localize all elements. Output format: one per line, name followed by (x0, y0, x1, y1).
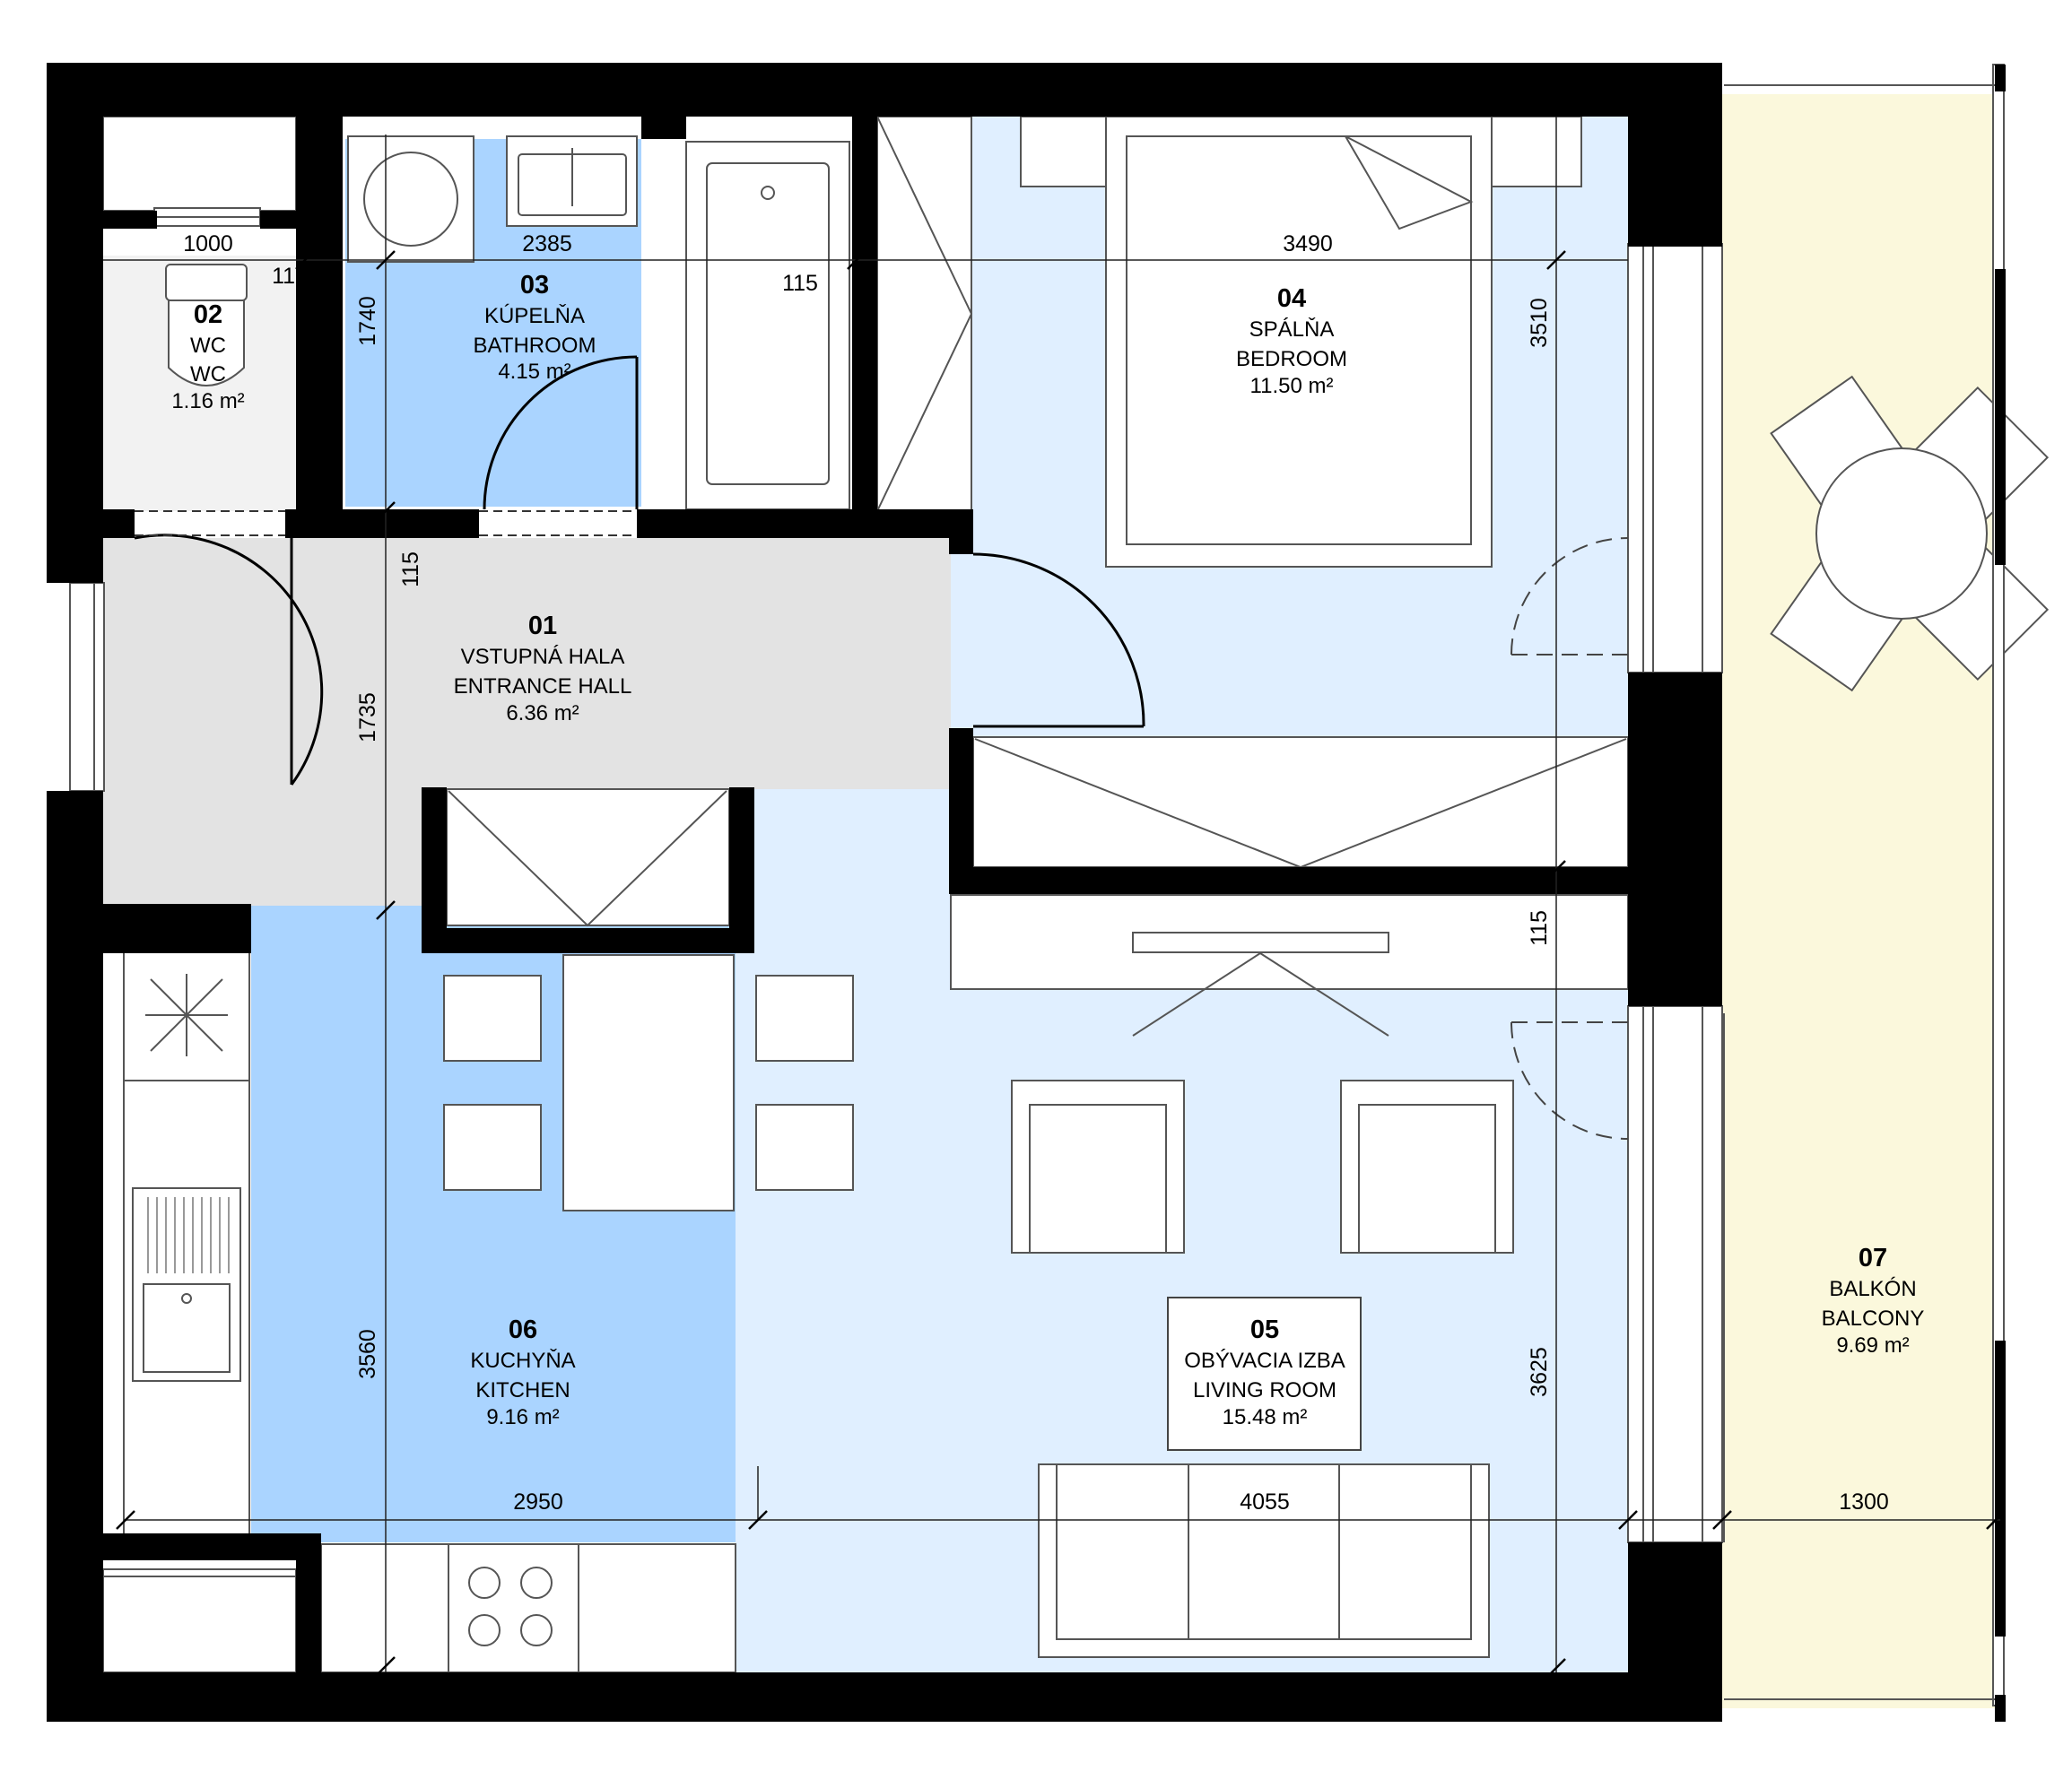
room-area: 4.15 m² (498, 360, 570, 384)
room-label-kitchen: 06 KUCHYŇA KITCHEN 9.16 m² (470, 1315, 575, 1429)
room-number: 05 (1250, 1315, 1279, 1344)
room-number: 04 (1277, 284, 1306, 313)
dim-kitchen-depth: 3560 (355, 1329, 380, 1379)
room-area: 9.69 m² (1836, 1333, 1909, 1358)
room-label-wc: 02 WC WC 1.16 m² (171, 300, 244, 413)
dim-wc-width: 1000 (183, 231, 233, 256)
room-name-en: LIVING ROOM (1193, 1378, 1336, 1402)
room-name-sk: BALKÓN (1829, 1277, 1916, 1301)
room-label-balcony: 07 BALKÓN BALCONY 9.69 m² (1822, 1244, 1925, 1358)
dim-balcony-width: 1300 (1839, 1489, 1889, 1515)
room-name-sk: VSTUPNÁ HALA (461, 645, 625, 669)
dim-bath-depth: 1740 (355, 296, 380, 346)
room-number: 07 (1859, 1244, 1887, 1272)
room-name-en: KITCHEN (475, 1378, 570, 1402)
entrance-hall-area-lower (103, 785, 422, 906)
room-number: 06 (509, 1315, 537, 1344)
room-number: 01 (528, 612, 557, 640)
room-name-sk: SPÁLŇA (1249, 317, 1335, 342)
room-number: 03 (520, 271, 549, 300)
dim-bed-wall: 115 (1527, 910, 1552, 946)
dim-bath-width: 2385 (522, 231, 572, 256)
doors (134, 355, 1629, 1140)
dim-kitchen-width: 2950 (513, 1489, 563, 1515)
room-area: 9.16 m² (486, 1405, 559, 1429)
living-room-area-upper (736, 789, 951, 888)
dim-living-depth: 3625 (1527, 1347, 1552, 1397)
dim-hall-depth: 1735 (355, 692, 380, 742)
room-label-entrance-hall: 01 VSTUPNÁ HALA ENTRANCE HALL 6.36 m² (454, 612, 632, 725)
room-name-en: BEDROOM (1236, 347, 1347, 371)
room-name-sk: KUCHYŇA (470, 1349, 575, 1373)
room-number: 02 (194, 300, 222, 329)
dim-wc-wall: 115 (272, 264, 308, 289)
room-name-en: BALCONY (1822, 1307, 1925, 1331)
walls (47, 63, 2006, 1722)
dim-hall-wall: 115 (398, 551, 423, 587)
room-name-sk: KÚPELŇA (484, 304, 585, 328)
room-label-living-room: 05 OBÝVACIA IZBA LIVING ROOM 15.48 m² (1184, 1315, 1345, 1429)
room-area: 6.36 m² (506, 701, 579, 725)
dim-bed-depth: 3510 (1527, 298, 1552, 348)
room-area: 15.48 m² (1223, 1405, 1308, 1429)
fixtures (102, 116, 2050, 1673)
room-area: 11.50 m² (1250, 374, 1334, 398)
room-label-bathroom: 03 KÚPELŇA BATHROOM 4.15 m² (474, 271, 596, 384)
dimension-lines (103, 117, 2006, 1678)
dim-living-width: 4055 (1240, 1489, 1290, 1515)
room-name-sk: WC (190, 334, 226, 358)
room-name-sk: OBÝVACIA IZBA (1184, 1349, 1345, 1373)
room-label-bedroom: 04 SPÁLŇA BEDROOM 11.50 m² (1236, 284, 1347, 398)
dim-bath-wall: 115 (782, 271, 818, 296)
room-name-en: ENTRANCE HALL (454, 674, 632, 699)
balcony-area (1722, 94, 1996, 1708)
room-area: 1.16 m² (171, 389, 244, 413)
room-name-en: BATHROOM (474, 334, 596, 358)
entrance-hall-area (103, 538, 951, 789)
dim-bed-width: 3490 (1283, 231, 1333, 256)
room-name-en: WC (190, 362, 226, 386)
